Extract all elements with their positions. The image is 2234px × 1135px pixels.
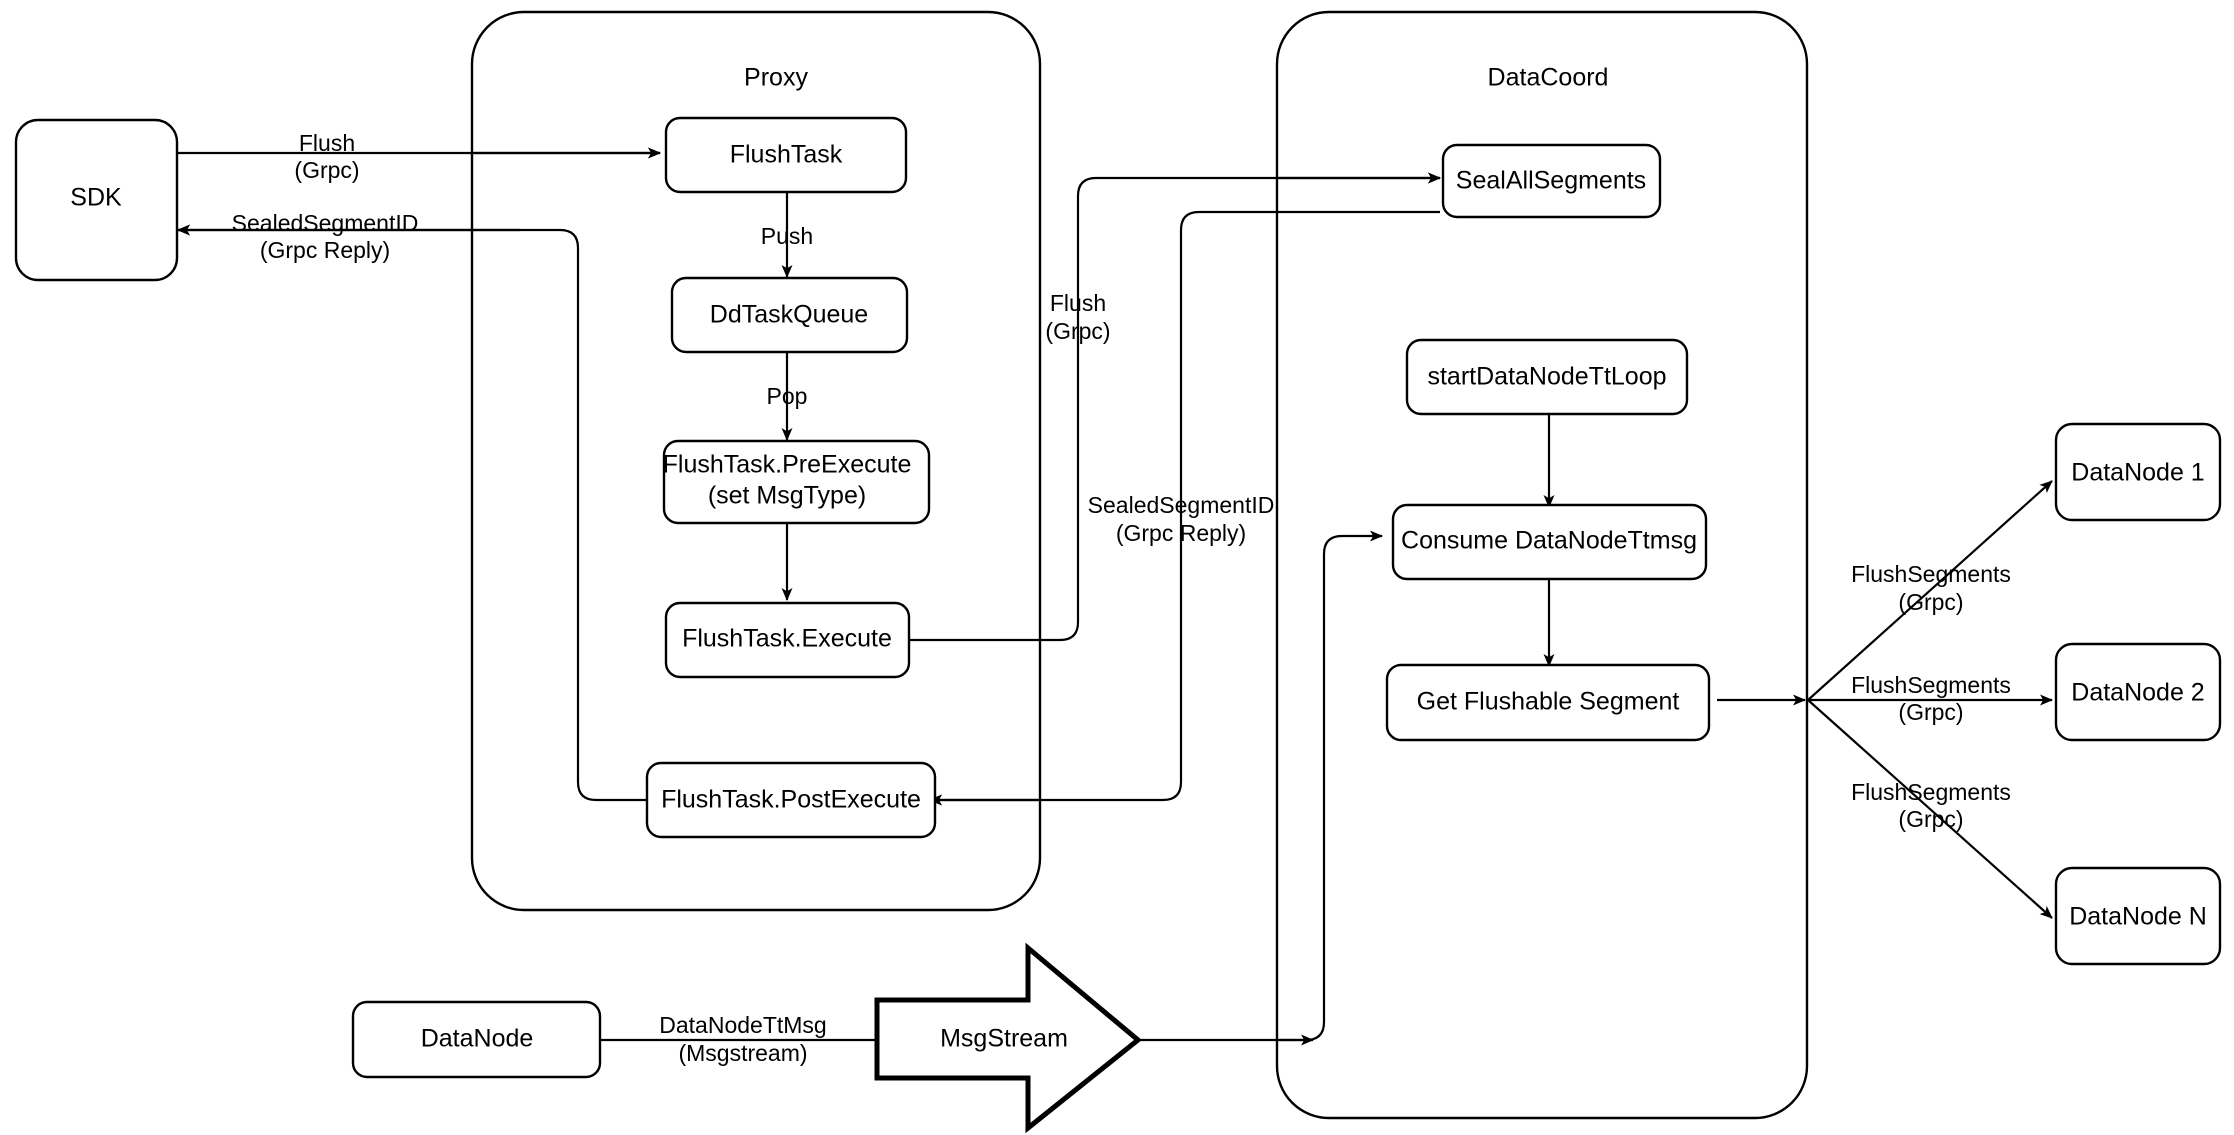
node-startdatanodettloop-label: startDataNodeTtLoop <box>1427 363 1666 391</box>
node-flushtask-label: FlushTask <box>730 141 843 169</box>
node-flushtask-preexecute-label-line2: (set MsgType) <box>708 482 866 510</box>
edge-label-coord-reply-line1: SealedSegmentID <box>1088 492 1275 518</box>
node-datanode[interactable] <box>351 1000 602 1079</box>
edge-label-coord-reply-line2: (Grpc Reply) <box>1116 520 1246 546</box>
edge-label-flush-grpc-line2: (Grpc) <box>294 157 359 183</box>
node-sealallsegments[interactable] <box>1441 143 1662 219</box>
node-datanode-1-label: DataNode 1 <box>2071 459 2204 487</box>
group-proxy-label: Proxy <box>744 64 808 92</box>
node-flushtask[interactable] <box>664 116 908 194</box>
edge-label-proxy-flush-line1: Flush <box>1050 290 1106 316</box>
edge-label-pop: Pop <box>767 383 808 409</box>
node-flushtask-preexecute[interactable] <box>662 439 931 525</box>
edge-postexecute-to-proxyborder <box>177 224 646 802</box>
node-get-flushable-segment-label: Get Flushable Segment <box>1417 688 1680 716</box>
edge-label-flushsegments-n-line2: (Grpc) <box>1898 806 1963 832</box>
node-sdk-label: SDK <box>70 184 122 212</box>
node-flushtask-execute[interactable] <box>664 601 911 679</box>
node-get-flushable-segment[interactable] <box>1385 663 1711 742</box>
edge-fanout-to-datanoden <box>1807 699 2053 919</box>
node-startdatanodettloop[interactable] <box>1405 338 1689 416</box>
edge-label-sealedsegmentid-line1: SealedSegmentID <box>232 210 419 236</box>
node-sdk[interactable] <box>14 118 179 282</box>
group-datacoord <box>1275 10 1809 1120</box>
edge-label-flushsegments-2-line1: FlushSegments <box>1851 672 2011 698</box>
node-datanode-2[interactable] <box>2054 642 2222 742</box>
node-datanode-n[interactable] <box>2054 866 2222 966</box>
node-flushtask-preexecute-label-line1: FlushTask.PreExecute <box>663 451 912 479</box>
node-flushtask-postexecute[interactable] <box>645 761 937 839</box>
edge-label-flush-grpc-line1: Flush <box>299 130 355 156</box>
node-flushtask-execute-label: FlushTask.Execute <box>682 625 892 653</box>
edge-label-flushsegments-1-line2: (Grpc) <box>1898 589 1963 615</box>
node-flushtask-postexecute-label: FlushTask.PostExecute <box>661 786 921 814</box>
edge-sealallsegments-to-postexecute <box>929 210 1440 806</box>
edge-label-sealedsegmentid-line2: (Grpc Reply) <box>260 237 390 263</box>
edge-label-flushsegments-n-line1: FlushSegments <box>1851 779 2011 805</box>
node-datanode-n-label: DataNode N <box>2069 903 2207 931</box>
group-datacoord-label: DataCoord <box>1488 64 1609 92</box>
edge-label-datanodettmsg-line2: (Msgstream) <box>678 1040 807 1066</box>
edge-label-datanodettmsg-line1: DataNodeTtMsg <box>659 1012 826 1038</box>
edge-label-proxy-flush-line2: (Grpc) <box>1045 318 1110 344</box>
node-ddtaskqueue[interactable] <box>670 276 909 354</box>
node-datanode-label: DataNode <box>421 1025 534 1053</box>
node-msgstream[interactable] <box>874 942 1142 1134</box>
edge-label-flushsegments-1-line1: FlushSegments <box>1851 561 2011 587</box>
node-datanode-2-label: DataNode 2 <box>2071 679 2204 707</box>
group-proxy <box>470 10 1042 912</box>
node-consume-datanodettmsg-label: Consume DataNodeTtmsg <box>1401 527 1697 555</box>
node-sealallsegments-label: SealAllSegments <box>1456 167 1646 195</box>
node-msgstream-label: MsgStream <box>940 1025 1068 1053</box>
node-consume-datanodettmsg[interactable] <box>1391 503 1708 581</box>
edge-datacoord-border-to-consume <box>1279 530 1383 1042</box>
node-datanode-1[interactable] <box>2054 422 2222 522</box>
node-ddtaskqueue-label: DdTaskQueue <box>710 301 868 329</box>
edge-fanout-to-datanode1 <box>1807 480 2053 701</box>
edge-label-flushsegments-2-line2: (Grpc) <box>1898 699 1963 725</box>
edge-execute-to-sealallsegments <box>910 172 1441 642</box>
edge-label-push: Push <box>761 223 813 249</box>
